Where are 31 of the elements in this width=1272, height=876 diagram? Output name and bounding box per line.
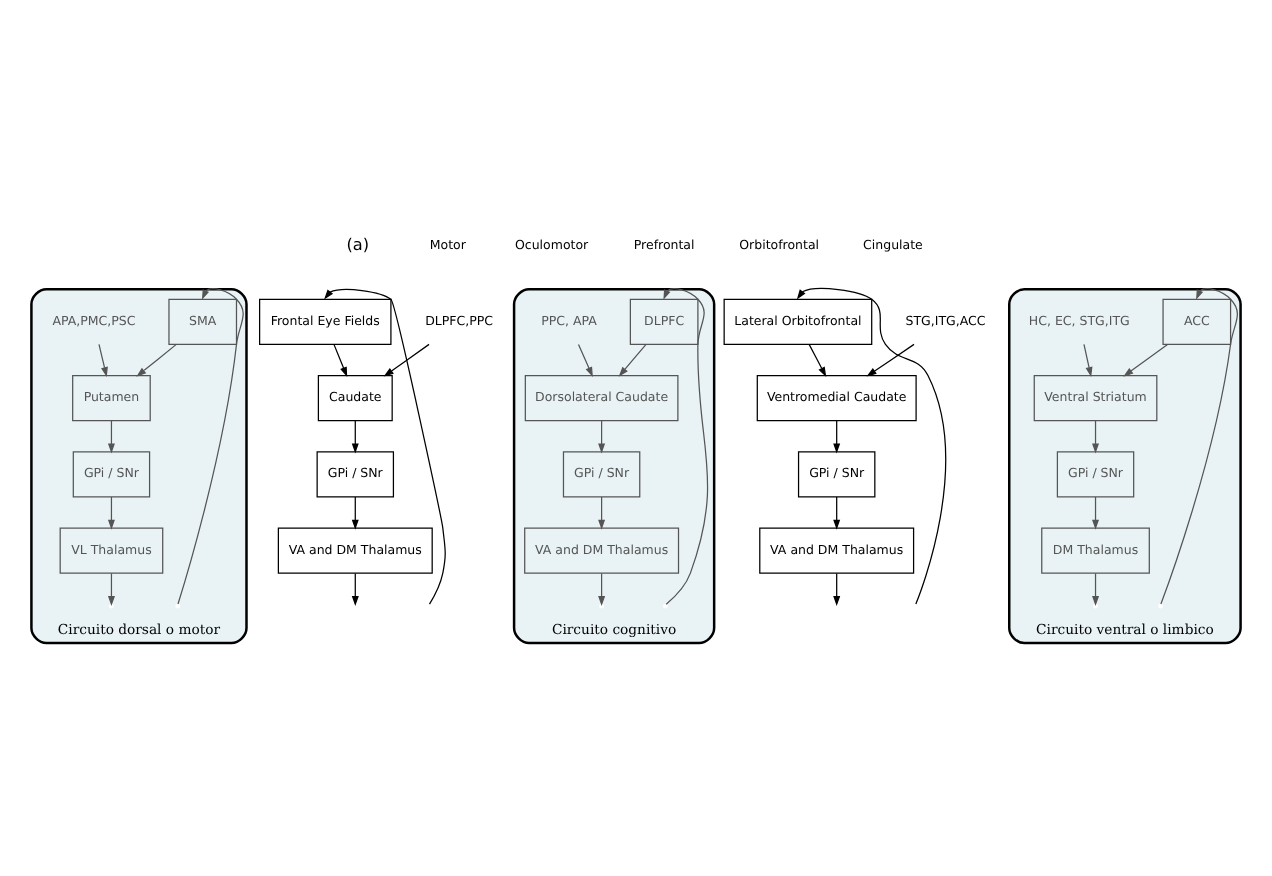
arrow: [796, 287, 947, 605]
arrow: [383, 343, 430, 377]
arrow: [107, 572, 115, 607]
arrow: [98, 343, 108, 378]
arrow: [833, 496, 841, 530]
arrow: [107, 420, 115, 454]
arrow: [107, 496, 115, 530]
arrow: [324, 288, 446, 605]
arrow: [1092, 496, 1100, 530]
arrow: [351, 572, 359, 607]
arrow: [866, 343, 915, 377]
arrow: [663, 288, 709, 605]
arrow: [351, 420, 359, 454]
arrow: [833, 420, 841, 454]
arrow: [808, 343, 827, 377]
arrow: [136, 343, 177, 377]
arrow: [1123, 343, 1169, 377]
arrow: [598, 496, 606, 530]
arrow: [1160, 288, 1238, 605]
arrow: [618, 343, 647, 377]
arrow: [1083, 343, 1093, 378]
arrow: [351, 496, 359, 530]
arrow: [1092, 420, 1100, 454]
arrow: [577, 343, 593, 377]
arrow: [333, 343, 348, 378]
arrow: [598, 420, 606, 454]
arrow: [833, 572, 841, 607]
arrow: [598, 572, 606, 607]
arrow: [177, 288, 244, 605]
label: (a): [346, 233, 370, 254]
arrow: [1092, 572, 1100, 607]
